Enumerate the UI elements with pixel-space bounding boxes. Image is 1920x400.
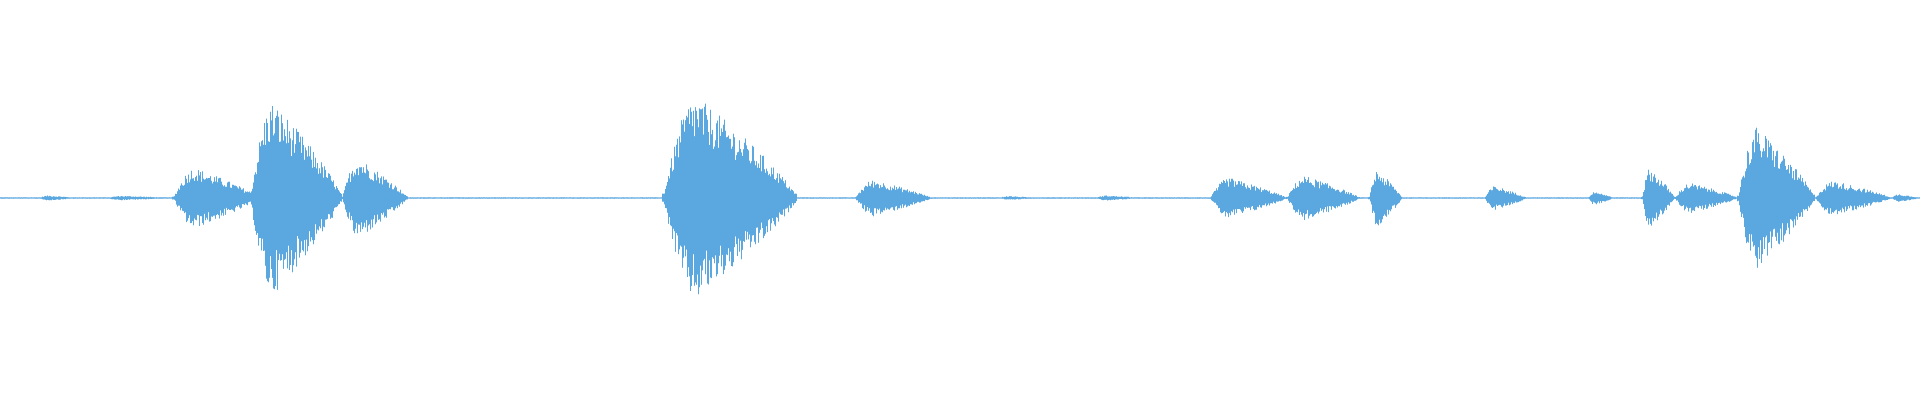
speech-burst-5 bbox=[854, 180, 932, 217]
speech-burst-13 bbox=[1815, 181, 1892, 215]
speech-burst-9 bbox=[1484, 186, 1527, 210]
tail-noise bbox=[1892, 194, 1920, 202]
speech-burst-6 bbox=[1209, 178, 1287, 218]
speech-burst-8 bbox=[1368, 172, 1402, 226]
speech-burst-12 bbox=[1738, 127, 1815, 268]
speech-burst-7 bbox=[1287, 176, 1360, 220]
speech-burst-10 bbox=[1641, 169, 1675, 226]
speech-burst-3 bbox=[342, 164, 408, 234]
noise-blip-5 bbox=[1587, 192, 1613, 205]
noise-blip-1 bbox=[38, 195, 77, 201]
speech-burst-4 bbox=[662, 103, 797, 295]
noise-blip-2 bbox=[105, 196, 173, 201]
noise-blip-4 bbox=[1094, 195, 1143, 201]
speech-burst-1 bbox=[173, 142, 260, 246]
speech-burst-2 bbox=[260, 106, 342, 290]
noise-blip-3 bbox=[998, 196, 1037, 200]
speech-burst-11 bbox=[1675, 183, 1738, 213]
waveform-samples bbox=[0, 103, 1920, 295]
